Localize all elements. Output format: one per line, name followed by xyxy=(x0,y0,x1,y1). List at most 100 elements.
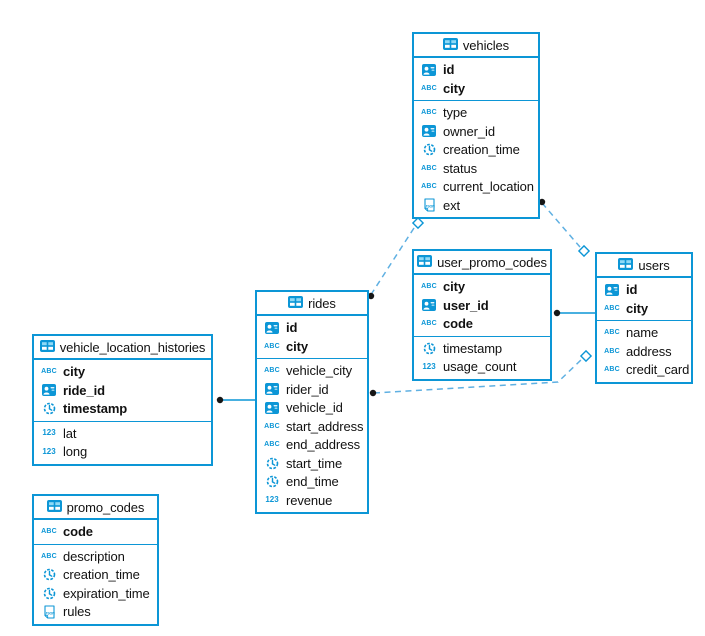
table-name: users xyxy=(638,258,670,273)
number-type-icon: 123 xyxy=(422,361,436,371)
text-type-icon: ABC xyxy=(41,368,57,376)
text-type-icon: ABC xyxy=(604,366,620,374)
timestamp-type-icon xyxy=(40,568,58,581)
column-name: ride_id xyxy=(63,382,105,398)
table-vehicle_location_histories[interactable]: vehicle_location_histories ABC city ride… xyxy=(32,334,213,466)
columns-section: ABC description creation_time expiration… xyxy=(34,545,157,624)
table-header[interactable]: rides xyxy=(257,292,367,316)
timestamp-type-icon xyxy=(263,475,281,488)
column-row[interactable]: JSON ext xyxy=(414,196,538,215)
column-row[interactable]: ABC start_address xyxy=(257,417,367,436)
column-row[interactable]: ABC address xyxy=(597,342,691,361)
column-name: city xyxy=(286,338,309,354)
table-name: rides xyxy=(308,296,336,311)
table-header[interactable]: vehicle_location_histories xyxy=(34,336,211,360)
column-row[interactable]: ABC city xyxy=(414,278,550,297)
column-name: name xyxy=(626,325,659,341)
table-icon xyxy=(46,500,62,515)
timestamp-type-icon xyxy=(40,402,58,415)
column-row[interactable]: ABC status xyxy=(414,159,538,178)
column-row[interactable]: creation_time xyxy=(34,566,157,585)
column-name: expiration_time xyxy=(63,585,150,601)
text-type-icon: ABC xyxy=(421,164,437,172)
text-type-icon: ABC xyxy=(604,329,620,337)
column-row[interactable]: ABC current_location xyxy=(414,178,538,197)
column-name: id xyxy=(286,320,298,336)
column-row[interactable]: ABC vehicle_city xyxy=(257,362,367,381)
column-row[interactable]: ABC city xyxy=(34,363,211,382)
column-row[interactable]: rider_id xyxy=(257,380,367,399)
table-vehicles[interactable]: vehicles id ABC city ABC type owner_id c… xyxy=(412,32,540,219)
column-row[interactable]: ABC type xyxy=(414,104,538,123)
column-row[interactable]: ride_id xyxy=(34,381,211,400)
columns-section: ABC vehicle_city rider_id vehicle_id ABC… xyxy=(257,359,367,512)
table-promo_codes[interactable]: promo_codes ABC code ABC description cre… xyxy=(32,494,159,626)
timestamp-type-icon xyxy=(420,143,438,156)
column-row[interactable]: ABC credit_card xyxy=(597,361,691,380)
column-name: id xyxy=(443,62,455,78)
column-name: vehicle_city xyxy=(286,363,352,379)
link-endpoint-diamond xyxy=(577,244,591,258)
timestamp-type-icon xyxy=(263,457,281,470)
number-type-icon: 123 xyxy=(42,446,56,456)
primary-key-section: ABC code xyxy=(34,520,157,545)
number-type-icon: 123 xyxy=(42,428,56,438)
table-icon xyxy=(442,38,458,53)
column-row[interactable]: 123 revenue xyxy=(257,491,367,510)
timestamp-type-icon xyxy=(40,587,58,600)
column-row[interactable]: vehicle_id xyxy=(257,399,367,418)
column-row[interactable]: id xyxy=(257,319,367,338)
id-badge-icon xyxy=(263,401,281,414)
table-user_promo_codes[interactable]: user_promo_codes ABC city user_id ABC co… xyxy=(412,249,552,381)
column-row[interactable]: expiration_time xyxy=(34,584,157,603)
table-rides[interactable]: rides id ABC city ABC vehicle_city rider… xyxy=(255,290,369,514)
text-type-icon: ABC xyxy=(264,441,280,449)
column-name: revenue xyxy=(286,492,333,508)
column-row[interactable]: ABC code xyxy=(414,315,550,334)
text-type-icon: ABC xyxy=(41,528,57,536)
column-row[interactable]: owner_id xyxy=(414,122,538,141)
column-row[interactable]: timestamp xyxy=(414,339,550,358)
link-endpoint-dot xyxy=(216,396,224,404)
column-name: city xyxy=(443,279,466,295)
id-badge-icon xyxy=(420,125,438,138)
column-row[interactable]: user_id xyxy=(414,296,550,315)
column-row[interactable]: 123 usage_count xyxy=(414,358,550,377)
column-row[interactable]: ABC name xyxy=(597,324,691,343)
column-row[interactable]: start_time xyxy=(257,454,367,473)
column-row[interactable]: ABC code xyxy=(34,523,157,542)
table-header[interactable]: promo_codes xyxy=(34,496,157,520)
column-row[interactable]: creation_time xyxy=(414,141,538,160)
column-name: city xyxy=(63,364,86,380)
table-users[interactable]: users id ABC city ABC name ABC address A… xyxy=(595,252,693,384)
column-row[interactable]: ABC description xyxy=(34,547,157,566)
link-endpoint-diamond xyxy=(579,349,593,363)
id-badge-icon xyxy=(420,299,438,312)
column-row[interactable]: JSON rules xyxy=(34,603,157,622)
column-row[interactable]: end_time xyxy=(257,473,367,492)
column-name: vehicle_id xyxy=(286,400,343,416)
column-row[interactable]: id xyxy=(414,61,538,80)
column-row[interactable]: ABC city xyxy=(414,79,538,98)
column-name: start_time xyxy=(286,455,343,471)
primary-key-section: ABC city user_id ABC code xyxy=(414,275,550,337)
table-header[interactable]: users xyxy=(597,254,691,278)
columns-section: ABC name ABC address ABC credit_card xyxy=(597,321,691,382)
json-type-icon: JSON xyxy=(420,198,438,212)
table-header[interactable]: user_promo_codes xyxy=(414,251,550,275)
column-row[interactable]: 123 lat xyxy=(34,424,211,443)
column-row[interactable]: id xyxy=(597,281,691,300)
columns-section: 123 lat 123 long xyxy=(34,422,211,464)
primary-key-section: id ABC city xyxy=(597,278,691,321)
table-icon xyxy=(618,258,634,273)
table-header[interactable]: vehicles xyxy=(414,34,538,58)
column-row[interactable]: 123 long xyxy=(34,443,211,462)
column-row[interactable]: ABC city xyxy=(257,337,367,356)
column-name: end_address xyxy=(286,437,361,453)
primary-key-section: id ABC city xyxy=(414,58,538,101)
column-name: credit_card xyxy=(626,362,690,378)
column-row[interactable]: ABC end_address xyxy=(257,436,367,455)
text-type-icon: ABC xyxy=(604,347,620,355)
column-row[interactable]: ABC city xyxy=(597,299,691,318)
column-row[interactable]: timestamp xyxy=(34,400,211,419)
